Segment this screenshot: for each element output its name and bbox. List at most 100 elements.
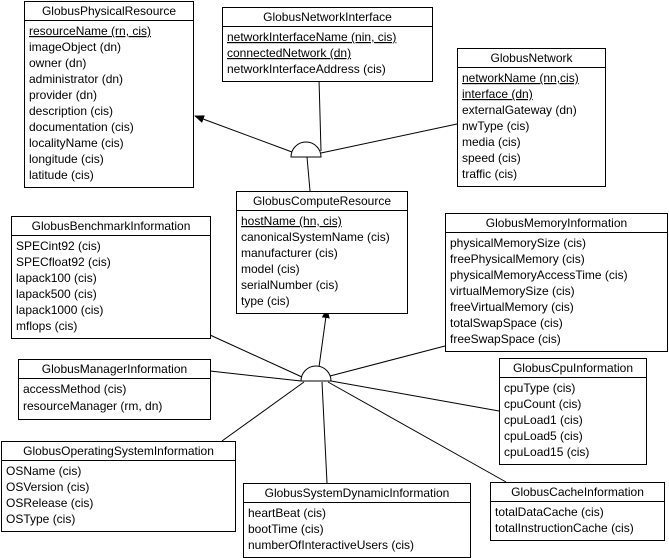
connector-os-information	[221, 381, 305, 442]
class-attribute: longitude (cis)	[29, 152, 104, 166]
class-attribute: cpuLoad1 (cis)	[504, 413, 583, 427]
class-attribute: physicalMemoryAccessTime (cis)	[450, 268, 628, 282]
class-attribute: cpuCount (cis)	[504, 397, 581, 411]
class-attribute: networkName (nn,cis)	[462, 71, 579, 85]
class-attribute: lapack500 (cis)	[16, 287, 97, 301]
class-attribute: networkInterfaceAddress (cis)	[227, 62, 386, 76]
class-name: GlobusNetworkInterface	[263, 10, 392, 24]
connector-memory-information	[329, 345, 446, 377]
class-attribute: physicalMemorySize (cis)	[450, 236, 586, 250]
class-attribute: administrator (dn)	[29, 72, 123, 86]
class-box-border	[24, 1, 194, 188]
class-attribute: cpuType (cis)	[504, 381, 575, 395]
class-attribute: SPECfloat92 (cis)	[16, 255, 111, 269]
class-attribute: imageObject (dn)	[29, 40, 121, 54]
class-name: GlobusMemoryInformation	[486, 216, 627, 230]
class-attribute: hostName (hn, cis)	[241, 214, 342, 228]
connector-cache-information	[327, 381, 507, 483]
class-box-border	[457, 48, 606, 187]
class-name: GlobusComputeResource	[253, 194, 391, 208]
class-box-border	[445, 213, 668, 352]
class-name: GlobusSystemDynamicInformation	[265, 486, 450, 500]
class-attribute: interface (dn)	[462, 87, 533, 101]
connector-benchmark-information	[209, 334, 303, 378]
inheritance-junction-lower	[300, 365, 332, 382]
class-box-manager-information: GlobusManagerInformation accessMethod (ci…	[18, 359, 211, 420]
class-box-border	[499, 358, 647, 465]
class-attribute: resourceName (rn, cis)	[29, 24, 151, 38]
connector-compute-resource	[306, 156, 311, 192]
class-box-border	[18, 359, 211, 420]
class-attribute: traffic (cis)	[462, 167, 517, 181]
class-box-border	[1, 441, 236, 532]
class-attribute: externalGateway (dn)	[462, 103, 577, 117]
class-attribute: lapack100 (cis)	[16, 271, 97, 285]
class-attribute: accessMethod (cis)	[23, 382, 126, 396]
connector-manager-information	[209, 370, 302, 382]
class-name: GlobusBenchmarkInformation	[32, 219, 191, 233]
class-box-border	[490, 482, 665, 541]
class-box-network-interface: GlobusNetworkInterface networkInterfaceNa…	[222, 7, 433, 82]
class-attribute: cpuLoad5 (cis)	[504, 429, 583, 443]
class-box-physical-resource: GlobusPhysicalResource resourceName (rn, …	[24, 1, 194, 188]
inheritance-junction-upper	[290, 141, 322, 158]
class-attribute: owner (dn)	[29, 56, 86, 70]
class-attribute: latitude (cis)	[29, 168, 94, 182]
class-attribute: totalInstructionCache (cis)	[495, 521, 634, 535]
connector-system-dynamic-information	[321, 381, 328, 484]
class-name: GlobusManagerInformation	[42, 362, 187, 376]
class-attribute: OSName (cis)	[6, 464, 81, 478]
class-attribute: OSType (cis)	[6, 512, 75, 526]
inheritance-connectors	[194, 78, 507, 484]
class-name: GlobusOperatingSystemInformation	[23, 444, 214, 458]
class-box-border	[243, 483, 471, 558]
class-attribute: networkInterfaceName (nin, cis)	[227, 30, 396, 44]
connector-network	[320, 123, 458, 154]
inherit-arrow-compute-resource	[318, 308, 330, 368]
class-attribute: speed (cis)	[462, 151, 521, 165]
class-attribute: provider (dn)	[29, 88, 97, 102]
class-box-memory-information: GlobusMemoryInformation physicalMemorySiz…	[445, 213, 668, 352]
connector-network-interface	[318, 78, 322, 152]
class-box-compute-resource: GlobusComputeResource hostName (hn, cis) c…	[236, 191, 408, 314]
class-attribute: totalDataCache (cis)	[495, 505, 604, 519]
class-attribute: totalSwapSpace (cis)	[450, 316, 563, 330]
class-attribute: SPECint92 (cis)	[16, 239, 101, 253]
class-attribute: type (cis)	[241, 294, 290, 308]
class-box-cache-information: GlobusCacheInformation totalDataCache (ci…	[490, 482, 665, 541]
class-attribute: freePhysicalMemory (cis)	[450, 252, 585, 266]
class-attribute: model (cis)	[241, 262, 300, 276]
class-attribute: freeSwapSpace (cis)	[450, 332, 561, 346]
class-attribute: manufacturer (cis)	[241, 246, 338, 260]
class-attribute: virtualMemorySize (cis)	[450, 284, 575, 298]
class-attribute: canonicalSystemName (cis)	[241, 230, 390, 244]
class-box-border	[222, 7, 433, 82]
class-attribute: heartBeat (cis)	[248, 506, 326, 520]
class-box-border	[236, 191, 408, 314]
class-attribute: resourceManager (rm, dn)	[23, 399, 162, 413]
class-attribute: cpuLoad15 (cis)	[504, 445, 589, 459]
class-box-network: GlobusNetwork networkName (nn,cis) interfa…	[457, 48, 606, 187]
class-attribute: freeVirtualMemory (cis)	[450, 300, 574, 314]
class-attribute: media (cis)	[462, 135, 521, 149]
class-attribute: numberOfInteractiveUsers (cis)	[248, 538, 414, 552]
class-attribute: lapack1000 (cis)	[16, 303, 103, 317]
class-name: GlobusPhysicalResource	[42, 4, 176, 18]
class-attribute: description (cis)	[29, 104, 113, 118]
class-attribute: bootTime (cis)	[248, 522, 324, 536]
class-box-system-dynamic-information: GlobusSystemDynamicInformation heartBeat …	[243, 483, 471, 558]
class-name: GlobusCacheInformation	[511, 485, 644, 499]
class-box-border	[11, 216, 211, 339]
class-attribute: OSRelease (cis)	[6, 496, 93, 510]
class-attribute: localityName (cis)	[29, 136, 124, 150]
class-attribute: OSVersion (cis)	[6, 480, 89, 494]
class-name: GlobusNetwork	[490, 51, 573, 65]
inherit-arrow-physical-resource	[194, 115, 293, 153]
connector-cpu-information	[330, 380, 500, 412]
class-attribute: serialNumber (cis)	[241, 278, 338, 292]
